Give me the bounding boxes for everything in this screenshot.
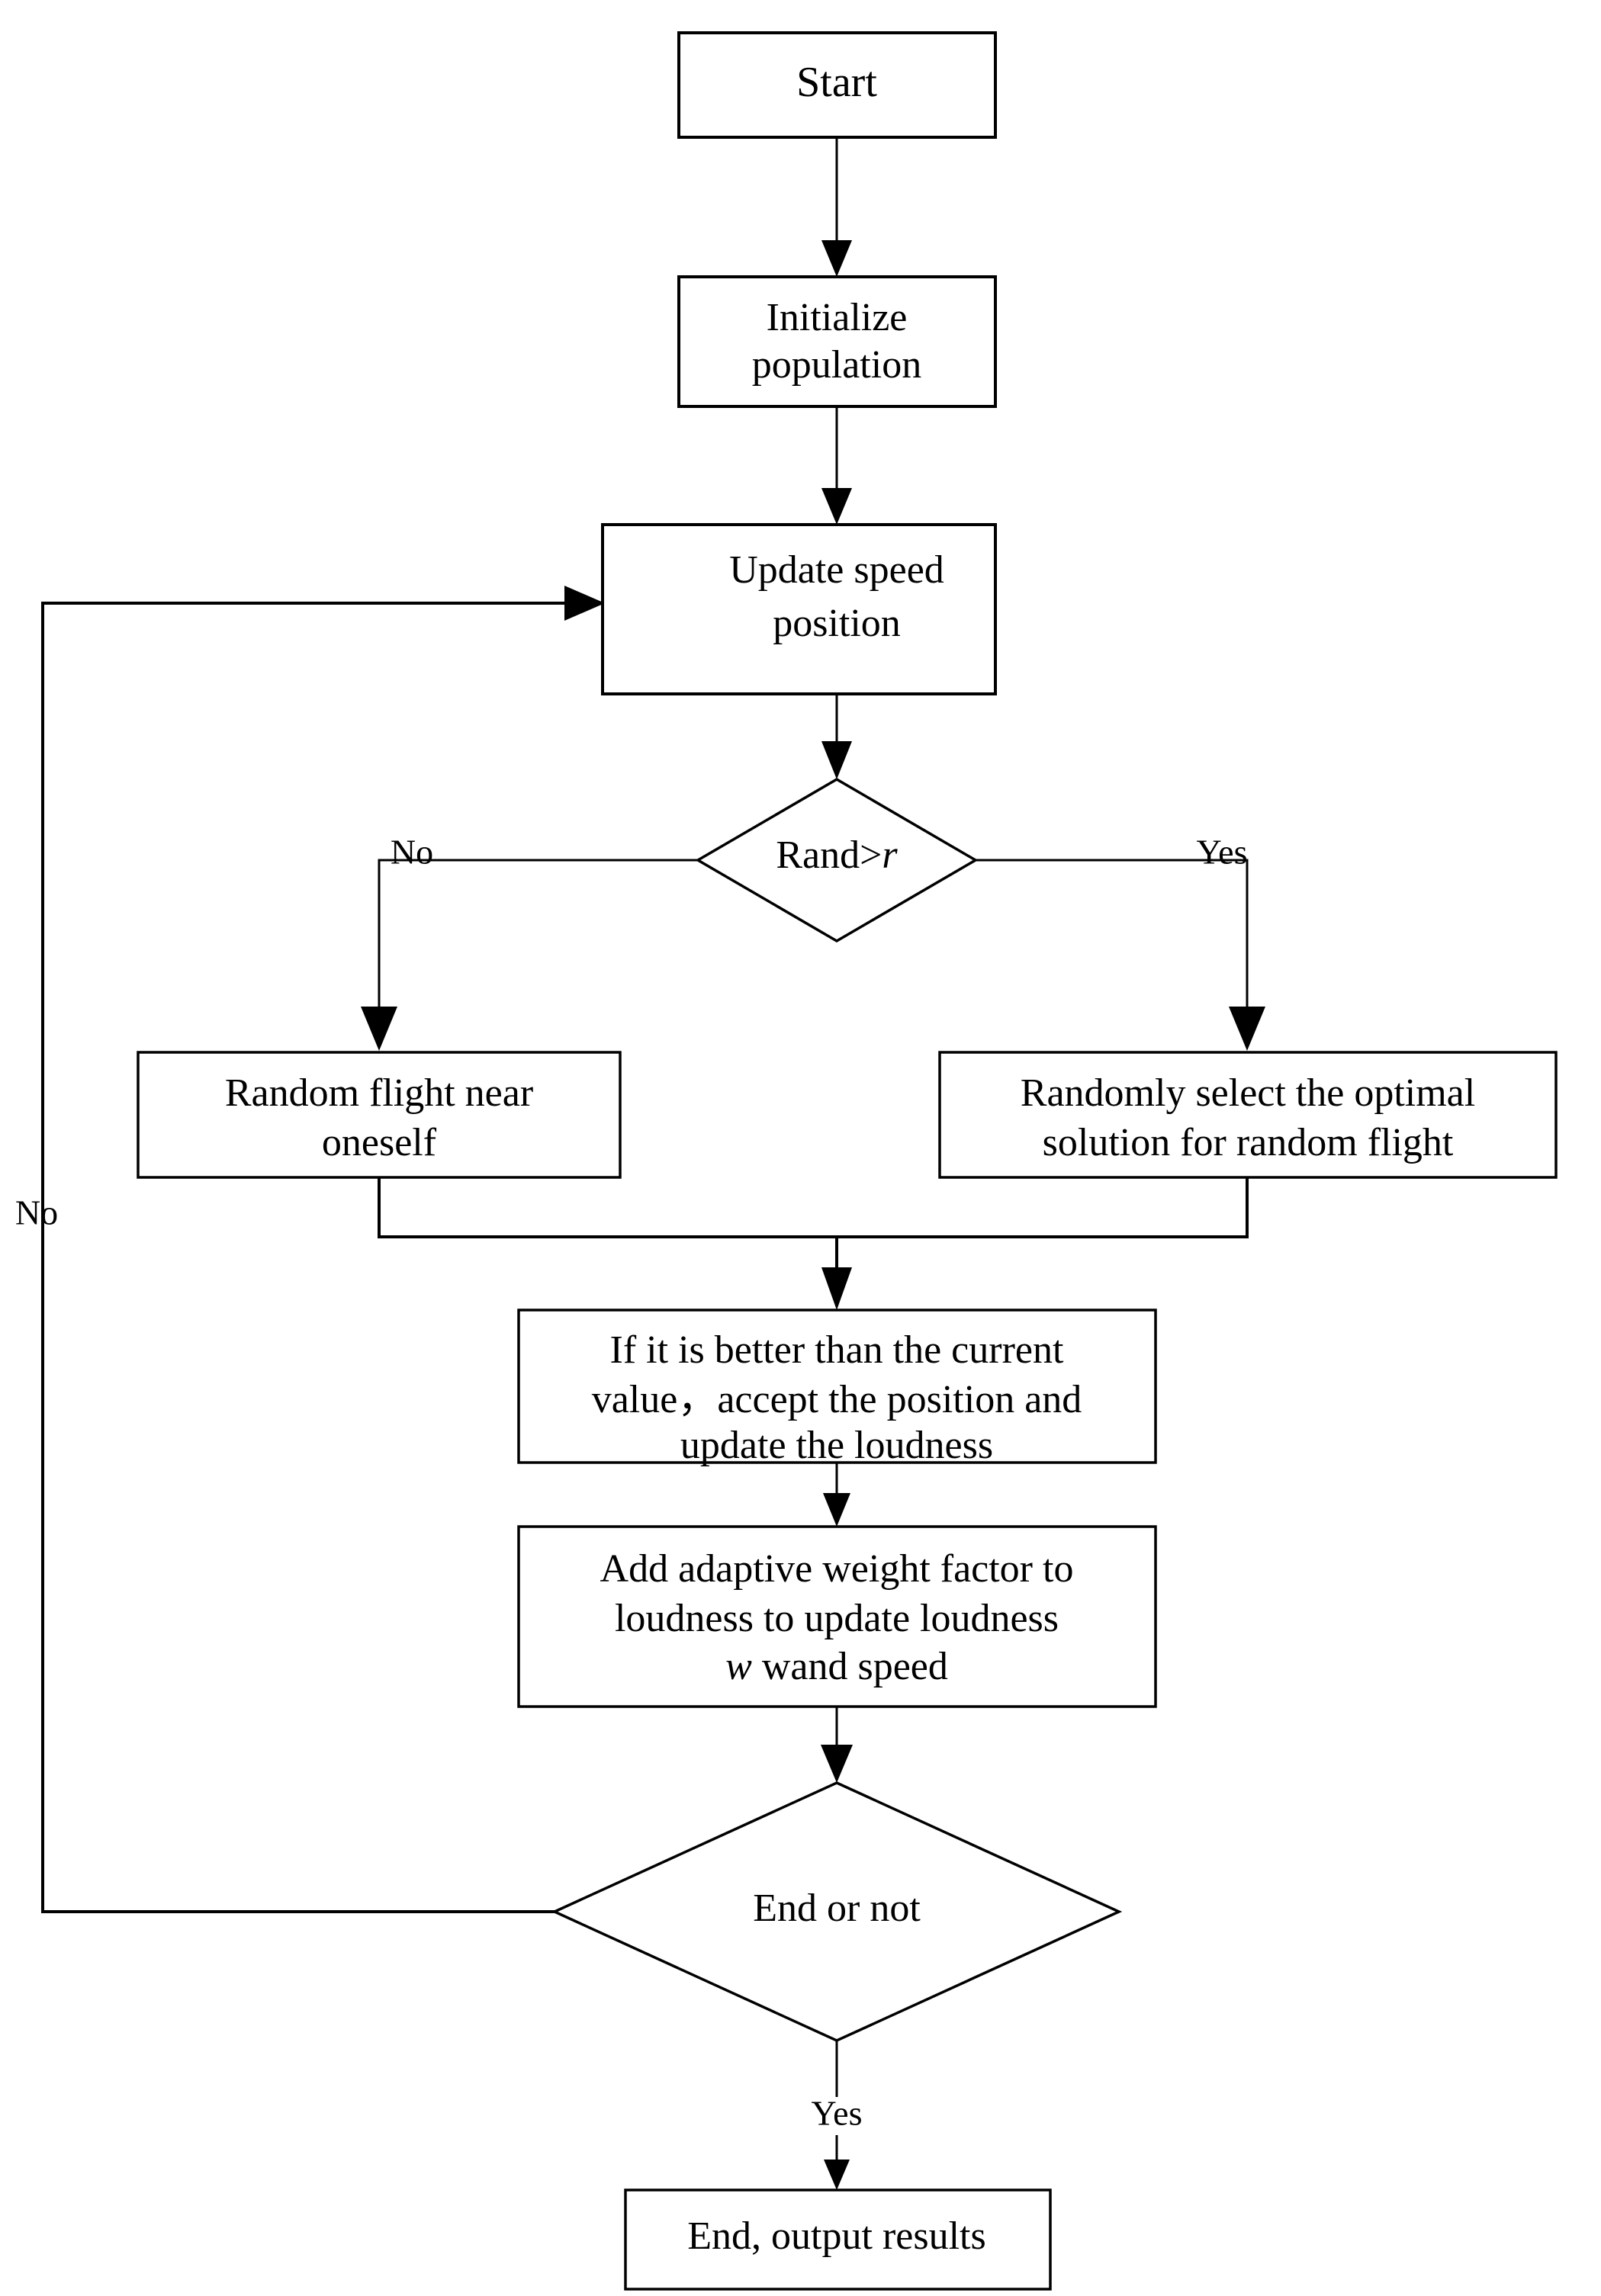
node-rand-decision[interactable]: Rand>r bbox=[695, 777, 979, 943]
node-end-decision-label: End or not bbox=[753, 1887, 921, 1930]
node-adaptive-line3: w wand speed bbox=[725, 1645, 948, 1688]
node-accept-line3: update the loudness bbox=[680, 1424, 993, 1467]
edge-label-end-yes: Yes bbox=[812, 2094, 863, 2133]
node-adaptive-line1: Add adaptive weight factor to bbox=[600, 1547, 1074, 1591]
edge-branches-merge bbox=[378, 1177, 1249, 1310]
node-initialize-line2: population bbox=[752, 343, 921, 387]
rand-decision-variable: r bbox=[882, 833, 898, 877]
edge-feedback-loop-no bbox=[41, 586, 605, 1913]
node-random-optimal-line2: solution for random flight bbox=[1043, 1121, 1454, 1164]
node-accept-position[interactable]: If it is better than the current value，a… bbox=[517, 1309, 1157, 1467]
rand-decision-prefix: Rand> bbox=[776, 833, 882, 877]
edge-end-yes-to-output bbox=[824, 2040, 850, 2190]
node-start[interactable]: Start bbox=[677, 31, 997, 139]
node-adaptive-weight[interactable]: Add adaptive weight factor to loudness t… bbox=[517, 1525, 1157, 1708]
node-accept-line2: value，accept the position and bbox=[592, 1378, 1082, 1421]
edge-initialize-to-update bbox=[821, 406, 852, 525]
node-random-optimal-solution[interactable]: Randomly select the optimal solution for… bbox=[938, 1051, 1558, 1179]
edge-accept-to-adaptive bbox=[823, 1463, 850, 1527]
edge-rand-yes-branch bbox=[976, 859, 1265, 1051]
node-update-speed-position[interactable]: Update speed position bbox=[601, 523, 997, 695]
node-end-output[interactable]: End, output results bbox=[624, 2188, 1052, 2291]
node-initialize-population[interactable]: Initialize population bbox=[677, 275, 997, 408]
node-accept-line1: If it is better than the current bbox=[610, 1328, 1064, 1372]
node-start-label: Start bbox=[796, 59, 877, 106]
adaptive-weight-variable: w bbox=[725, 1645, 752, 1688]
node-update-line2: position bbox=[773, 602, 901, 645]
node-end-decision[interactable]: End or not bbox=[551, 1781, 1123, 2042]
node-random-flight-line1: Random flight near bbox=[225, 1071, 533, 1115]
node-initialize-line1: Initialize bbox=[767, 296, 908, 339]
node-update-line1: Update speed bbox=[729, 548, 944, 592]
edge-start-to-initialize bbox=[821, 137, 852, 277]
node-random-flight-self[interactable]: Random flight near oneself bbox=[137, 1051, 622, 1179]
edge-label-rand-yes: Yes bbox=[1197, 833, 1248, 872]
edge-update-to-rand bbox=[821, 694, 852, 779]
edge-rand-no-branch bbox=[361, 859, 698, 1051]
node-random-flight-line2: oneself bbox=[322, 1121, 437, 1164]
node-rand-decision-label: Rand>r bbox=[776, 833, 898, 877]
edge-label-rand-no: No bbox=[391, 833, 433, 872]
adaptive-weight-line3-rest: wand speed bbox=[752, 1645, 948, 1688]
edge-adaptive-to-end-decision bbox=[821, 1707, 853, 1783]
edge-label-loop-no: No bbox=[15, 1193, 58, 1232]
node-random-optimal-line1: Randomly select the optimal bbox=[1021, 1071, 1475, 1115]
node-end-output-label: End, output results bbox=[687, 2214, 985, 2258]
node-adaptive-line2: loudness to update loudness bbox=[615, 1597, 1059, 1640]
